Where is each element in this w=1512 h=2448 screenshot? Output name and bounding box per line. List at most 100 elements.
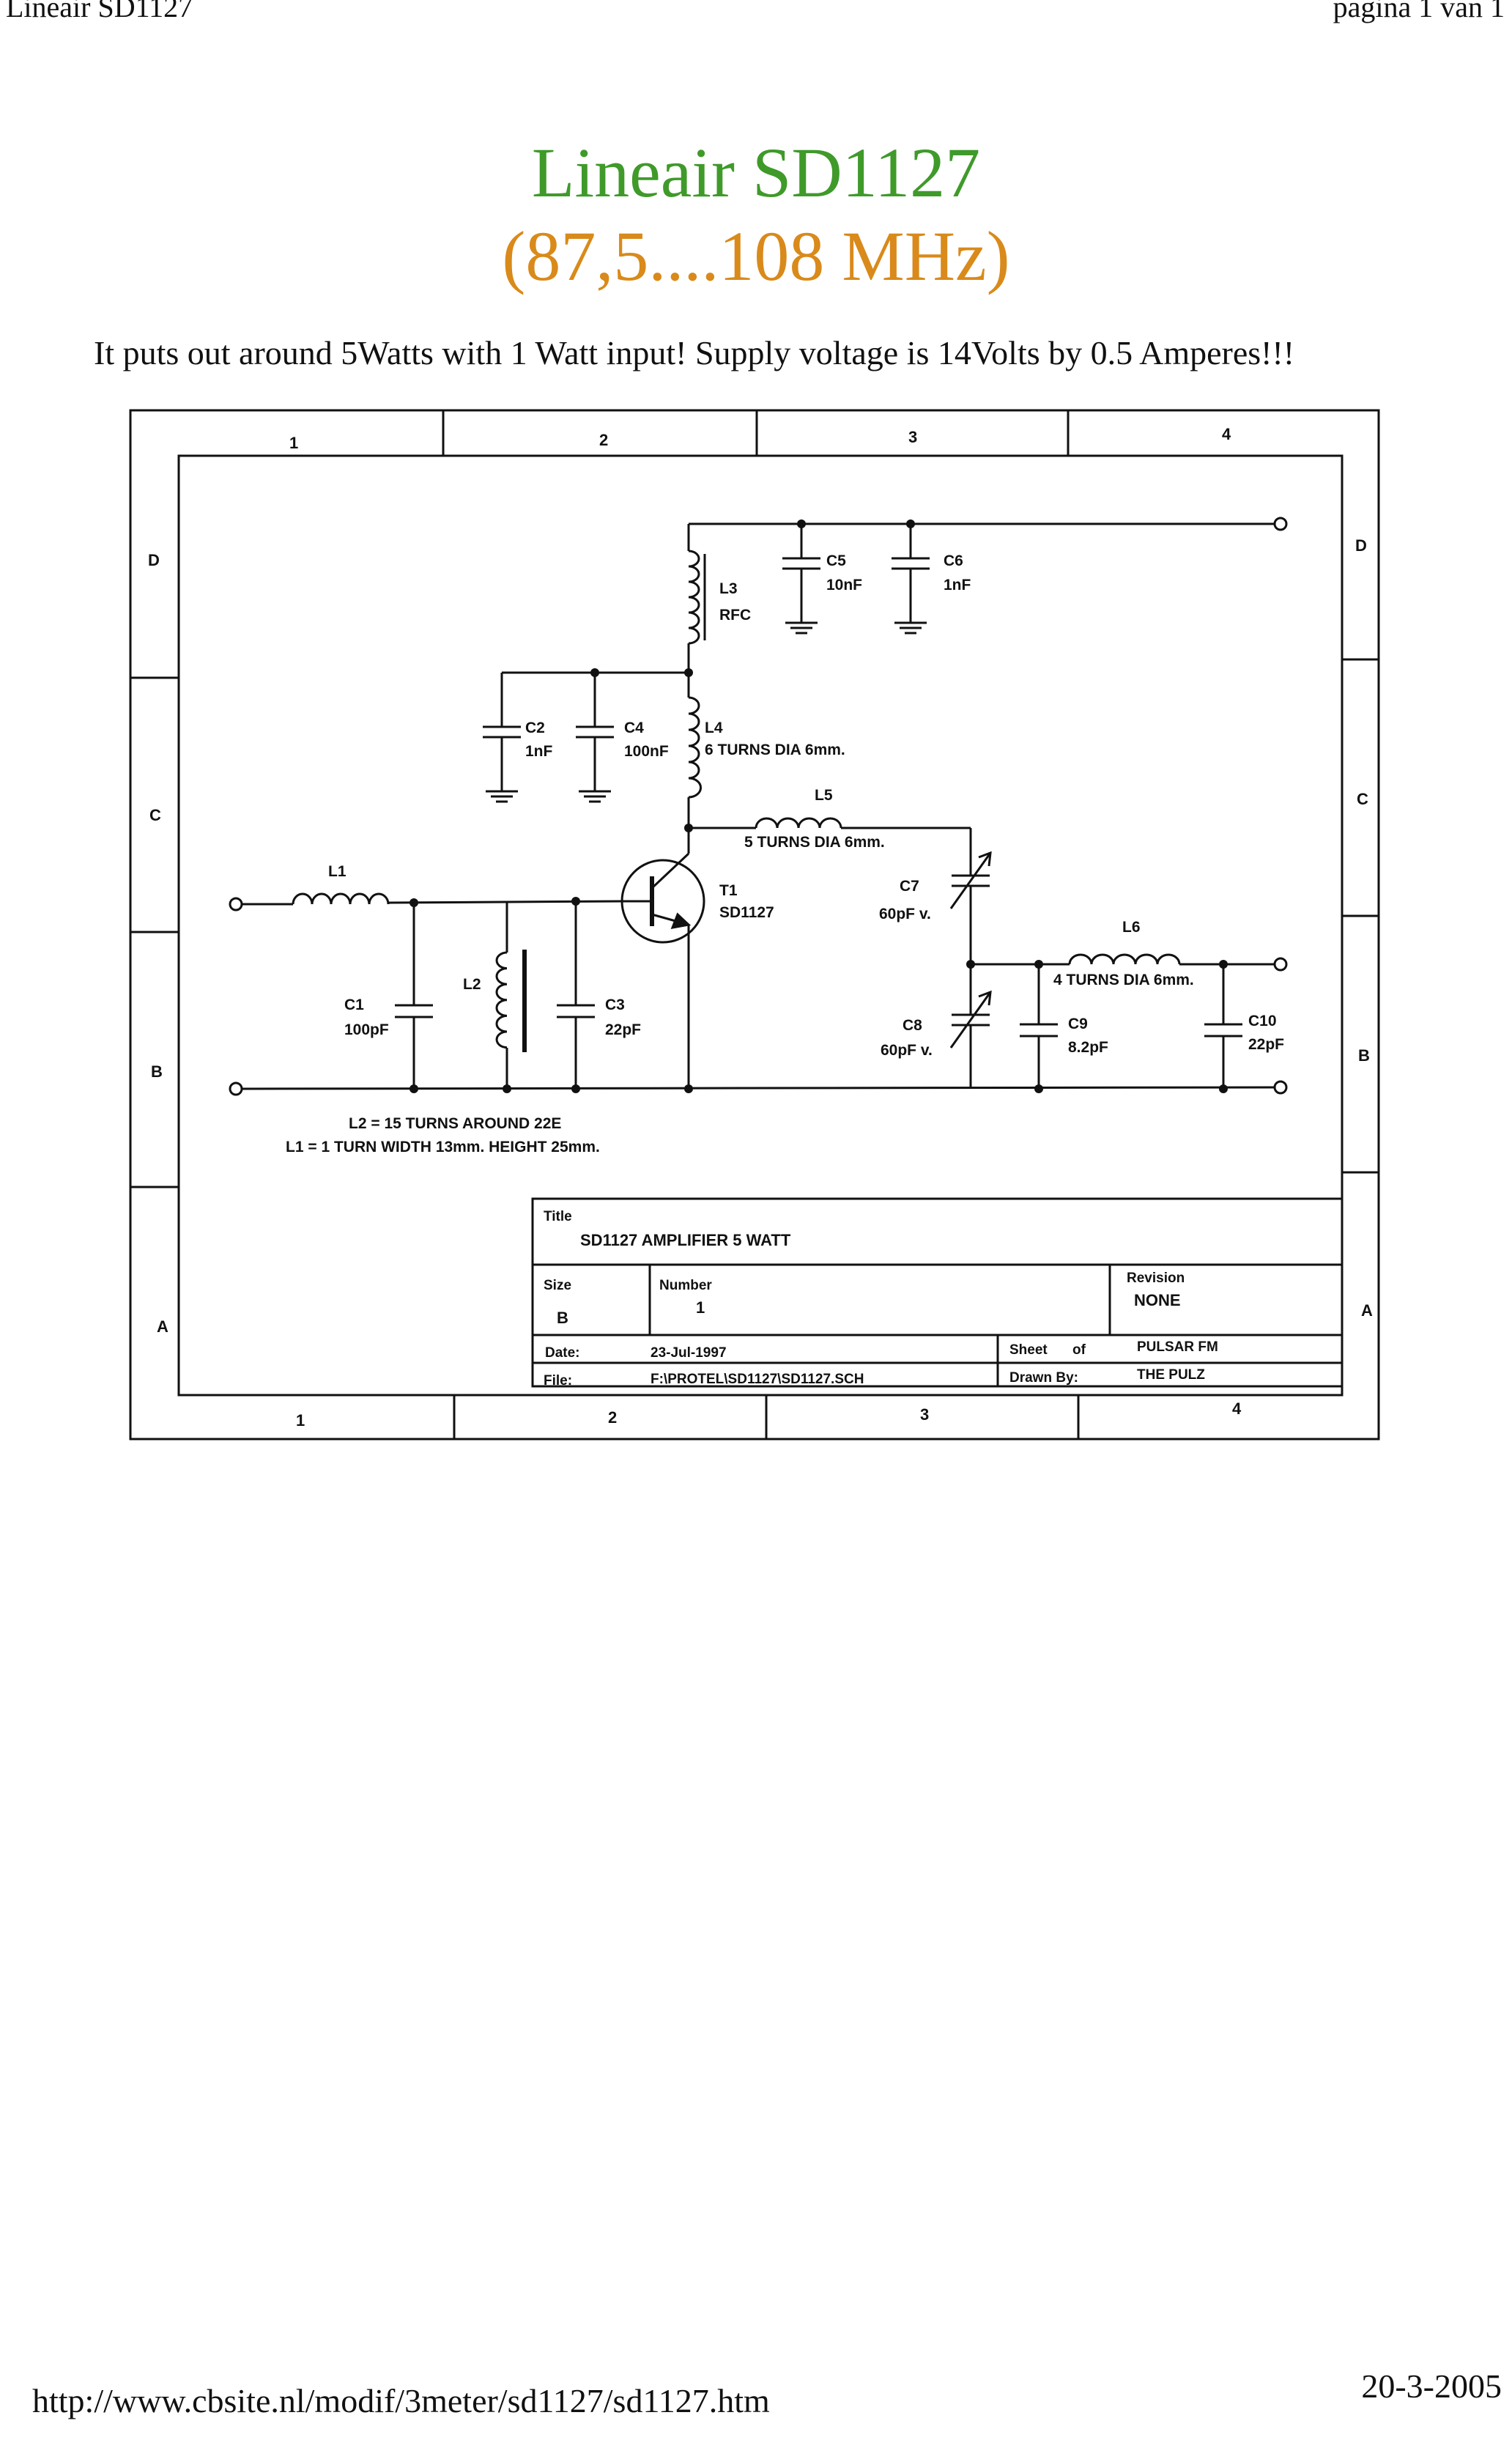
- ground-c2: [484, 777, 519, 803]
- grid-row-a-right: A: [1361, 1301, 1373, 1320]
- output-terminal: [1273, 957, 1288, 972]
- grid-col-4-bottom: 4: [1232, 1399, 1242, 1418]
- title-block-file-label: File:: [544, 1373, 572, 1388]
- label-l6-ref: L6: [1122, 919, 1141, 936]
- capacitor-c9: [1020, 1023, 1058, 1038]
- label-t1-value: SD1127: [719, 904, 774, 921]
- note-l2: L2 = 15 TURNS AROUND 22E: [349, 1115, 561, 1132]
- ground-c4: [577, 777, 612, 803]
- ground-c5: [784, 608, 819, 635]
- title-block-title-label: Title: [544, 1209, 572, 1224]
- source-url-link[interactable]: http://www.cbsite.nl/modif/3meter/sd1127…: [32, 2382, 770, 2419]
- inductor-l4: [688, 696, 703, 799]
- terminals: [229, 517, 1288, 1096]
- title-block: [531, 1197, 1344, 1388]
- print-date: 20-3-2005: [1361, 2367, 1502, 2405]
- label-l4-ref: L4: [705, 720, 723, 736]
- title-block-size-label: Size: [544, 1278, 571, 1293]
- title-block-revision-value: NONE: [1134, 1291, 1181, 1309]
- capacitor-c2: [483, 725, 521, 778]
- label-l2-ref: L2: [463, 976, 481, 993]
- label-c4-value: 100nF: [624, 743, 669, 760]
- label-c9-value: 8.2pF: [1068, 1039, 1108, 1056]
- title-block-size-value: B: [557, 1309, 568, 1327]
- ground-c6: [893, 608, 928, 635]
- title-block-revision-label: Revision: [1127, 1271, 1185, 1286]
- title-block-date-label: Date:: [545, 1345, 580, 1361]
- inductor-l5: [755, 817, 842, 829]
- label-l5-value: 5 TURNS DIA 6mm.: [744, 834, 885, 851]
- label-c2-ref: C2: [525, 720, 545, 736]
- label-c5-value: 10nF: [826, 577, 862, 593]
- grid-col-1-top: 1: [289, 434, 298, 452]
- label-c6-ref: C6: [944, 552, 963, 569]
- page-title-frequency: (87,5....108 MHz): [502, 217, 1010, 295]
- label-c3-value: 22pF: [605, 1021, 641, 1038]
- label-c7-ref: C7: [900, 878, 919, 895]
- label-c5-ref: C5: [826, 552, 846, 569]
- title-block-of-label: of: [1072, 1342, 1086, 1358]
- page-title: Lineair SD1127: [531, 133, 981, 212]
- grid-row-a-left: A: [157, 1317, 168, 1336]
- label-c8-ref: C8: [903, 1017, 922, 1034]
- label-l5-ref: L5: [815, 787, 833, 804]
- note-l1: L1 = 1 TURN WIDTH 13mm. HEIGHT 25mm.: [286, 1139, 600, 1155]
- label-c7-value: 60pF v.: [879, 906, 931, 922]
- transistor-t1: [620, 852, 705, 944]
- grid-row-b-right: B: [1358, 1046, 1370, 1065]
- capacitor-c4: [576, 725, 614, 778]
- title-block-sheet-label: Sheet: [1009, 1342, 1048, 1358]
- grid-row-c-right: C: [1357, 790, 1368, 808]
- capacitor-c6: [892, 557, 930, 610]
- circuit-wires: [241, 522, 1275, 1090]
- inductor-l3: [688, 550, 700, 645]
- label-c4-ref: C4: [624, 720, 644, 736]
- title-block-drawn-value: THE PULZ: [1137, 1367, 1205, 1383]
- label-l1-ref: L1: [328, 863, 346, 880]
- capacitor-c1: [395, 1004, 433, 1018]
- grid-col-4-top: 4: [1222, 425, 1231, 443]
- grid-row-d-left: D: [148, 551, 160, 569]
- output-ground-terminal: [1273, 1080, 1288, 1095]
- grid-col-1-bottom: 1: [296, 1411, 305, 1430]
- description-text: It puts out around 5Watts with 1 Watt in…: [94, 334, 1295, 371]
- title-block-title-value: SD1127 AMPLIFIER 5 WATT: [580, 1231, 791, 1249]
- grid-row-d-right: D: [1355, 536, 1367, 555]
- label-c8-value: 60pF v.: [881, 1042, 933, 1059]
- input-terminal: [229, 897, 243, 911]
- grid-col-3-top: 3: [908, 428, 917, 446]
- supply-terminal: [1273, 517, 1288, 531]
- grid-row-c-left: C: [149, 806, 161, 824]
- grid-row-b-left: B: [151, 1062, 163, 1081]
- title-block-file-value: F:\PROTEL\SD1127\SD1127.SCH: [651, 1372, 864, 1387]
- variable-capacitor-c7: [949, 851, 992, 925]
- label-c9-ref: C9: [1068, 1016, 1088, 1032]
- title-block-number-value: 1: [696, 1298, 705, 1317]
- title-block-sheet-value: PULSAR FM: [1137, 1339, 1218, 1355]
- page-header-right: pagina 1 van 1: [1333, 0, 1505, 23]
- label-c1-ref: C1: [344, 996, 364, 1013]
- schematic-frame: [129, 409, 1380, 1441]
- inductor-l1: [292, 892, 390, 905]
- label-c2-value: 1nF: [525, 743, 553, 760]
- grid-col-3-bottom: 3: [920, 1405, 929, 1424]
- capacitor-c5: [782, 557, 820, 610]
- label-c3-ref: C3: [605, 996, 625, 1013]
- capacitor-c3: [557, 1004, 595, 1018]
- input-ground-terminal: [229, 1081, 243, 1096]
- inductor-l6: [1068, 953, 1181, 965]
- inductor-l2: [495, 951, 508, 1049]
- grid-col-2-bottom: 2: [608, 1408, 617, 1427]
- label-c6-value: 1nF: [944, 577, 971, 593]
- title-block-number-label: Number: [659, 1278, 712, 1293]
- label-l4-value: 6 TURNS DIA 6mm.: [705, 742, 845, 758]
- variable-capacitor-c8: [949, 990, 992, 1062]
- page-header-left: Lineair SD1127: [6, 0, 193, 23]
- label-c10-value: 22pF: [1248, 1036, 1284, 1053]
- title-block-date-value: 23-Jul-1997: [651, 1345, 727, 1361]
- label-c10-ref: C10: [1248, 1013, 1277, 1029]
- label-l3-ref: L3: [719, 580, 738, 597]
- grid-col-2-top: 2: [599, 431, 608, 449]
- junction-dots: [410, 519, 1228, 1093]
